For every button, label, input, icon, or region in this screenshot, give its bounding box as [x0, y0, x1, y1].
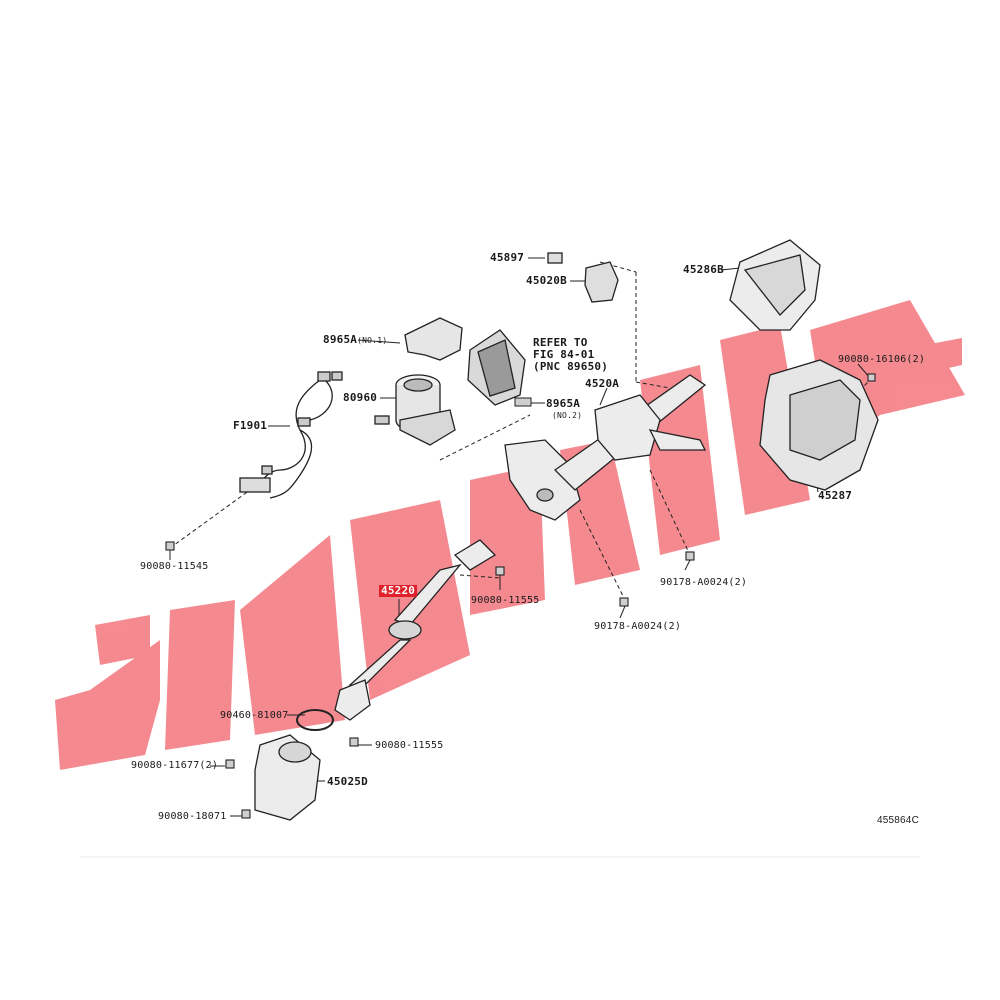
bracket-8965a-no1 [404, 317, 463, 361]
part-number: 8965A [546, 397, 581, 410]
label-45020b: 45020B [526, 274, 567, 287]
wire-harness-f1901 [239, 371, 343, 499]
motor-80960 [374, 374, 456, 446]
label-45287: 45287 [818, 489, 853, 502]
label-45286b: 45286B [683, 263, 724, 276]
label-90178-a0024-lower: 90178-A0024(2) [594, 621, 682, 632]
cover-45287 [759, 359, 879, 491]
part-qualifier: (NO.1) [357, 336, 388, 345]
cover-45286b [729, 239, 821, 331]
label-4520a: 4520A [585, 377, 620, 390]
label-90080-11677: 90080-11677(2) [131, 760, 219, 771]
refer-line-1: REFER TO [533, 336, 588, 349]
column-assembly-4520a [504, 374, 707, 521]
label-90080-16106: 90080-16106(2) [838, 354, 926, 365]
label-80960: 80960 [343, 391, 378, 404]
bolts [165, 373, 876, 819]
sensor-45020b [547, 252, 619, 303]
label-45025d: 45025D [327, 775, 368, 788]
label-90080-18071: 90080-18071 [158, 811, 227, 822]
figure-code: 455864C [877, 815, 919, 826]
label-90080-11555-lower: 90080-11555 [375, 740, 444, 751]
intermediate-shaft-45220 [334, 539, 497, 721]
label-8965a-no2: 8965A(NO.2) [546, 398, 582, 422]
part-number: 8965A [323, 333, 358, 346]
refer-line-3: (PNC 89650) [533, 360, 609, 373]
label-90178-a0024-right: 90178-A0024(2) [660, 577, 748, 588]
label-f1901: F1901 [233, 419, 268, 432]
label-90080-11545: 90080-11545 [140, 561, 209, 572]
refer-line-2: FIG 84-01 [533, 348, 595, 361]
label-90080-11555-upper: 90080-11555 [471, 595, 540, 606]
hole-cover-45025d [254, 709, 334, 821]
label-90460-81007: 90460-81007 [220, 710, 289, 721]
ecu-module [467, 329, 526, 406]
refer-to-note: REFER TO FIG 84-01 (PNC 89650) [533, 337, 608, 373]
label-8965a-no1: 8965A(NO.1) [323, 334, 387, 347]
label-45220-highlighted: 45220 [379, 584, 418, 597]
label-45897: 45897 [490, 251, 525, 264]
leader-lines [80, 257, 920, 858]
clip-8965a-no2 [514, 397, 532, 407]
part-qualifier: (NO.2) [552, 411, 583, 420]
